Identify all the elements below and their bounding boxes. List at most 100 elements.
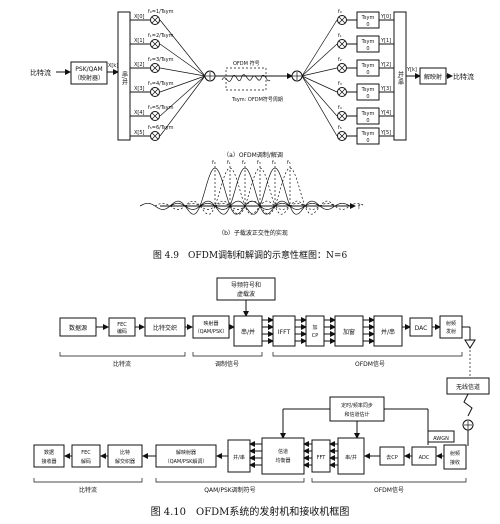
xk-label: X[k]: [108, 63, 118, 69]
rx-y-label: Y[4]: [380, 110, 391, 116]
subcarrier-freq-label: f₄: [272, 160, 276, 166]
window-box: [334, 315, 364, 347]
tx-sp-box: [233, 315, 263, 347]
rf-tx-2: 发射: [446, 328, 456, 335]
remove-cp-label: 去CP: [386, 454, 398, 461]
add-cp-2: CP: [312, 333, 319, 339]
fec-enc-2: 编码: [117, 328, 127, 335]
mapper-2: （QAM/PSK）: [195, 329, 228, 335]
tx-x-label: X[3]: [134, 86, 145, 92]
deint-1: 比特: [120, 449, 130, 456]
rx-freq-label: f₃: [338, 81, 342, 87]
pilot-label-1: 导频符号和: [231, 281, 261, 289]
tx-x-label: X[0]: [134, 14, 145, 20]
add-cp-box: [305, 315, 325, 347]
tx-freq-label: f₄=5/Tsym: [148, 105, 174, 111]
caption-b: （b）子载波正交性的实现: [218, 229, 288, 237]
figure-4-9-caption: 图 4.9 OFDM调制和解调的示意性框图：N=6: [153, 249, 348, 261]
integrator-zero: 0: [366, 22, 369, 28]
tx-sp-label: 串/并: [241, 328, 255, 336]
rx-mixer-icon: [337, 131, 347, 141]
rx-bracket-sym: QAM/PSK调制符号: [204, 486, 255, 494]
rf-rx-2: 接收: [450, 459, 460, 466]
deint-2: 解交织器: [115, 458, 135, 465]
tx-freq-label: f₀=1/Tsym: [148, 9, 174, 15]
tx-freq-label: f₂=3/Tsym: [148, 57, 174, 63]
serial-parallel-box: [117, 11, 131, 141]
demapper-label: 解映射: [424, 73, 442, 81]
tx-mixer-icon: [150, 39, 160, 49]
window-label: 加窗: [343, 328, 355, 336]
subcarrier-freq-label: f₅: [287, 160, 291, 166]
rf-rx-1: 射频: [450, 450, 460, 457]
rx-bitstream-label: 比特流: [453, 72, 474, 81]
demap-2: （QAM/PSK解调）: [165, 458, 208, 465]
tx-x-label: X[2]: [134, 62, 145, 68]
ifft-label: IFFT: [278, 329, 291, 336]
tx-mixer-icon: [150, 87, 160, 97]
yk-label: Y[k]: [406, 67, 417, 73]
integrator-zero: 0: [366, 70, 369, 76]
rx-mixer-icon: [337, 111, 347, 121]
pilot-label-2: 虚载波: [237, 290, 255, 298]
fig410-transmitter: 导频符号和 虚载波 数据源 FEC 编码 比特交织 映射器 （QAM/PSK） …: [59, 277, 476, 368]
rx-bracket-ofdm: OFDM信号: [374, 486, 404, 494]
tx-mixer-icon: [150, 15, 160, 25]
subcarrier-freq-label: f₀: [212, 160, 216, 166]
sync-2: 和信道估计: [344, 411, 369, 418]
rx-y-label: Y[5]: [380, 130, 391, 136]
ofdm-symbol-window: [225, 67, 267, 91]
channel: 无线信道 AWGN: [427, 350, 490, 446]
integrator-tsym: Tsym: [361, 87, 375, 93]
integrator-zero: 0: [366, 118, 369, 124]
fig49a-modulation-diagram: 比特流 PSK/QAM （映射器） X[k] 串/并 X[0]f₀=1/Tsym…: [30, 9, 474, 159]
ofdm-period-label: Tsym: OFDM符号周期: [231, 96, 283, 103]
add-cp-1: 加: [312, 324, 317, 331]
interleaver-label: 比特交织: [153, 324, 177, 332]
tx-mixer-icon: [150, 63, 160, 73]
rx-y-label: Y[2]: [380, 62, 391, 68]
rx-y-label: Y[3]: [380, 86, 391, 92]
demap-1: 解映射器: [176, 449, 196, 456]
rf-tx-1: 射频: [446, 320, 456, 327]
rx-freq-label: f₁: [338, 33, 342, 39]
integrator-zero: 0: [366, 46, 369, 52]
sync-1: 定时/频率同步: [341, 402, 373, 409]
fig410-receiver: 定时/频率同步 和信道估计 数据 接收器 FEC 解码 比特 解交织器 解映射器…: [33, 396, 467, 494]
rx-y-label: Y[0]: [380, 14, 391, 20]
tx-freq-label: f₅=6/Tsym: [148, 125, 174, 131]
rx-bracket-bits: 比特流: [79, 486, 97, 494]
tx-bracket-mod: 调制信号: [215, 360, 239, 368]
tx-mixer-icon: [150, 131, 160, 141]
lightning-icon: [463, 393, 473, 417]
rx-mixer-icon: [337, 39, 347, 49]
integrator-zero: 0: [366, 94, 369, 100]
rx-freq-label: f₂: [338, 57, 342, 63]
subcarrier-freq-label: f₃: [257, 160, 261, 166]
subcarrier-freq-label: f₂: [242, 160, 246, 166]
tx-freq-label: f₃=4/Tsym: [148, 81, 174, 87]
rx-freq-label: f₄: [338, 105, 342, 111]
tx-branches: X[0]f₀=1/TsymX[1]f₁=2/TsymX[2]f₂=3/TsymX…: [130, 9, 206, 141]
dac-label: DAC: [415, 325, 428, 332]
fft-label: FFT: [317, 455, 327, 461]
rf-rx-box: [443, 444, 467, 470]
integrator-tsym: Tsym: [361, 15, 375, 21]
tx-x-label: X[1]: [134, 38, 145, 44]
sp-label: 串/并: [121, 70, 128, 86]
tx-x-label: X[5]: [134, 130, 145, 136]
integrator-tsym: Tsym: [361, 111, 375, 117]
integrator-tsym: Tsym: [361, 131, 375, 137]
fec-dec-2: 解码: [81, 458, 91, 465]
psk-qam-mapper-box: [70, 61, 108, 85]
rx-mixer-icon: [337, 15, 347, 25]
caption-a: （a）OFDM调制/解调: [223, 151, 283, 159]
rx-sp-box: [337, 437, 365, 475]
rx-mixer-icon: [337, 87, 347, 97]
equalizer-box: [261, 437, 305, 475]
sink-1: 数据: [44, 449, 54, 456]
ps-label: 并/串: [397, 70, 404, 86]
wireless-channel-label: 无线信道: [456, 383, 480, 391]
fec-dec-1: FEC: [81, 450, 91, 456]
